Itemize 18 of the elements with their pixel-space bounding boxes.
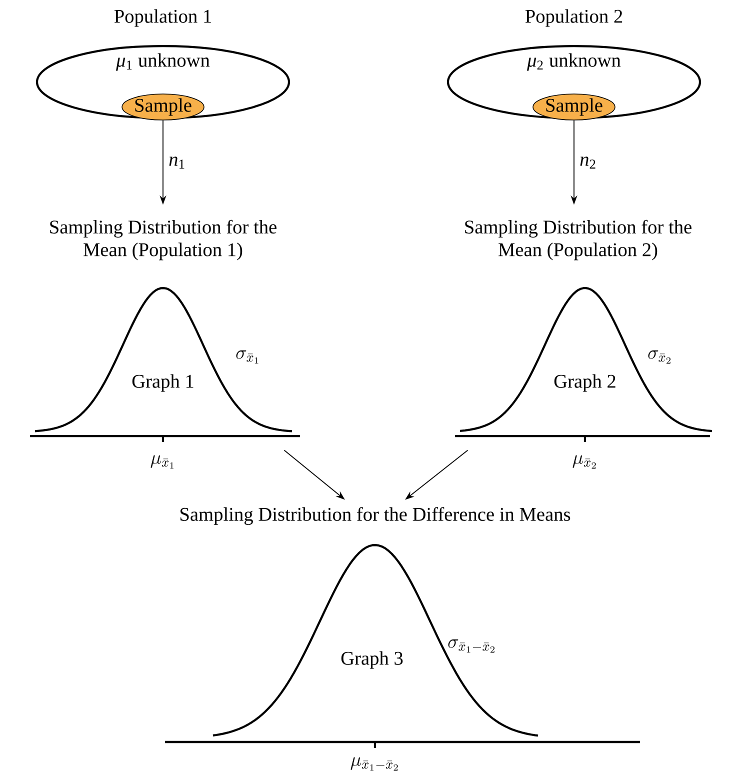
population-heading: Population 1: [114, 9, 211, 27]
distribution-heading: Sampling Distribution for the Mean (Population 2): [465, 220, 692, 260]
population-heading: Population 2: [525, 9, 622, 27]
population-label: μ$_{2}$ unknown: [527, 53, 621, 71]
mean-label: $\mu_{\bar{x}_1-\bar{x}_2}$: [350, 757, 398, 771]
graph-label: Graph 3: [341, 651, 403, 669]
graph-label: Graph 2: [554, 374, 616, 392]
edge-label: n$_{1}$: [167, 155, 188, 170]
population-label: μ$_{1}$ unknown: [116, 53, 210, 71]
edge-label: n$_{2}$: [578, 155, 598, 170]
standard-error-label: $\sigma_{\bar{x}_1}$: [236, 350, 258, 364]
standard-error-label: $\sigma_{\bar{x}_2}$: [648, 350, 671, 364]
mean-label: $\mu_{\bar{x}_1}$: [150, 455, 174, 469]
graph-label: Graph 1: [132, 374, 194, 392]
distribution-heading: Sampling Distribution for the Mean (Population 1): [50, 220, 276, 260]
standard-error-label: $\sigma_{\bar{x}_1-\bar{x}_2}$: [448, 639, 494, 653]
distribution-heading: Sampling Distribution for the Difference in Means: [180, 507, 570, 525]
mean-label: $\mu_{\bar{x}_2}$: [572, 455, 596, 469]
